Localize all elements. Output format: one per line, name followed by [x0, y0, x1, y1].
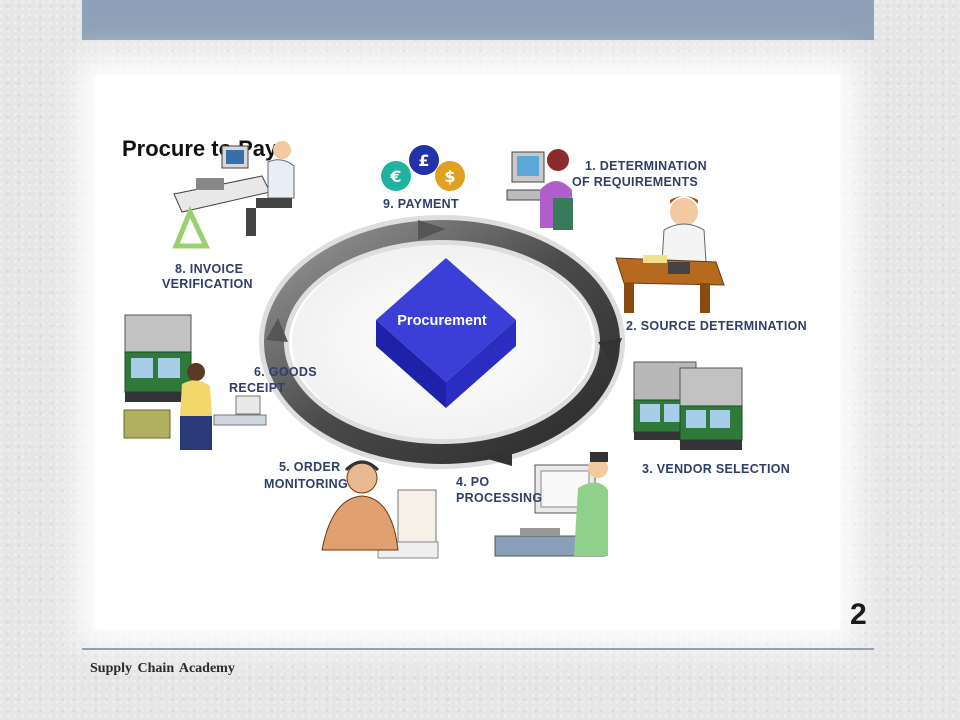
footer-text: Supply Chain Academy	[90, 661, 235, 676]
step-6-label-line1: 6. GOODS	[254, 365, 317, 379]
person-on-phone-icon	[615, 196, 725, 313]
person-at-terminal-icon	[494, 452, 608, 557]
page-number: 2	[850, 598, 867, 631]
top-accent-bar	[82, 0, 874, 40]
step-3-label-line1: 3. VENDOR SELECTION	[642, 462, 790, 476]
person-with-headset-icon	[321, 460, 439, 559]
step-8-label-line1: 8. INVOICE	[175, 262, 243, 276]
cycle-arrowhead-left	[266, 318, 288, 342]
dollar-symbol: $	[444, 167, 455, 186]
goods-receipt-icon	[123, 314, 267, 450]
diagram-title: Procure to Pay	[122, 136, 278, 161]
cycle-arrowhead-top	[418, 220, 446, 240]
cycle-arrowhead-right	[598, 338, 622, 365]
step-8-label-line2: VERIFICATION	[162, 277, 253, 291]
procurement-cube: Procurement	[376, 258, 516, 408]
cycle-arrowhead-bottom	[484, 448, 512, 466]
euro-symbol: €	[389, 167, 401, 186]
delivery-trucks-icon	[633, 361, 743, 450]
person-at-computer-icon	[506, 149, 573, 230]
step-4-label-line2: PROCESSING	[456, 491, 542, 505]
footer-divider	[82, 648, 874, 650]
step-1-label-line2: OF REQUIREMENTS	[572, 175, 698, 189]
step-4-label-line1: 4. PO	[456, 475, 489, 489]
step-2-label-line1: 2. SOURCE DETERMINATION	[626, 319, 807, 333]
step-5-label-line1: 5. ORDER	[279, 460, 340, 474]
payment-coins-icon: € £ $	[381, 145, 465, 191]
step-1-label-line1: 1. DETERMINATION	[585, 159, 707, 173]
step-9-label-line1: 9. PAYMENT	[383, 197, 459, 211]
pound-symbol: £	[418, 151, 429, 170]
step-5-label-line2: MONITORING	[264, 477, 348, 491]
center-label: Procurement	[397, 313, 487, 329]
step-6-label-line2: RECEIPT	[229, 381, 285, 395]
invoice-workstation-icon	[172, 141, 295, 249]
